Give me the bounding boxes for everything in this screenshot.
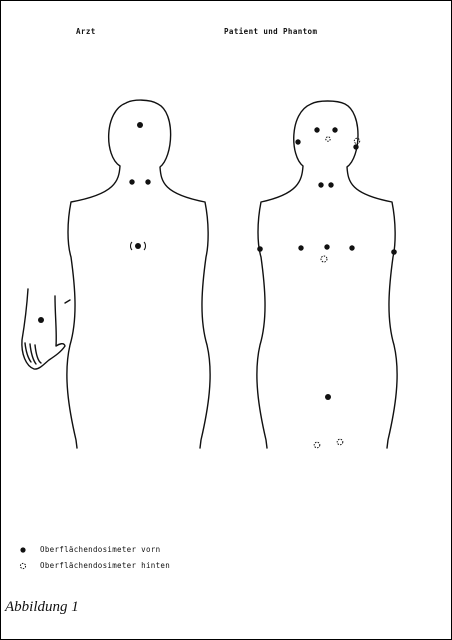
arzt-dosimeter-head-front bbox=[137, 122, 143, 128]
patient-dosimeter-head-right-front bbox=[332, 127, 337, 132]
patient-dosimeter-ear-left-front bbox=[295, 139, 300, 144]
legend-front-label: Oberflächendosimeter vorn bbox=[40, 545, 160, 554]
figure-caption: Abbildung 1 bbox=[5, 599, 79, 616]
patient-dosimeter-neck-left-front bbox=[318, 182, 323, 187]
legend-back-label: Oberflächendosimeter hinten bbox=[40, 561, 170, 570]
patient-dosimeter-groin-front bbox=[325, 394, 331, 400]
arzt-dosimeter-chest-front bbox=[135, 243, 141, 249]
patient-dosimeter-chest-1-front bbox=[298, 245, 303, 250]
arzt-dosimeter-hand-front bbox=[38, 317, 44, 323]
patient-dosimeter-neck-right-front bbox=[328, 182, 333, 187]
patient-dosimeter-leg-right-back bbox=[337, 439, 343, 445]
arzt-dosimeter-neck-right-front bbox=[145, 179, 150, 184]
patient-dosimeter-head-back bbox=[326, 137, 330, 141]
arzt-dosimeter-neck-left-front bbox=[129, 179, 134, 184]
hand-tick-mark bbox=[65, 300, 70, 303]
hand-finger-lines bbox=[25, 343, 41, 364]
legend-back-marker bbox=[20, 563, 25, 568]
patient-dosimeter-head-left-front bbox=[314, 127, 319, 132]
patient-dosimeter-ear-right-front bbox=[353, 144, 358, 149]
patient-dosimeter-shoulder-right-front bbox=[391, 249, 397, 255]
arzt-body-outline bbox=[67, 100, 210, 448]
legend-front-marker bbox=[20, 547, 25, 552]
patient-dosimeter-chest-back bbox=[321, 256, 327, 262]
arzt-chest-paren-right bbox=[144, 242, 146, 250]
patient-dosimeter-shoulder-left-front bbox=[257, 246, 263, 252]
patient-dosimeter-leg-left-back bbox=[314, 442, 320, 448]
arzt-chest-paren-left bbox=[131, 242, 133, 250]
patient-dosimeter-chest-3-front bbox=[349, 245, 354, 250]
patient-dosimeter-chest-2-front bbox=[324, 244, 329, 249]
